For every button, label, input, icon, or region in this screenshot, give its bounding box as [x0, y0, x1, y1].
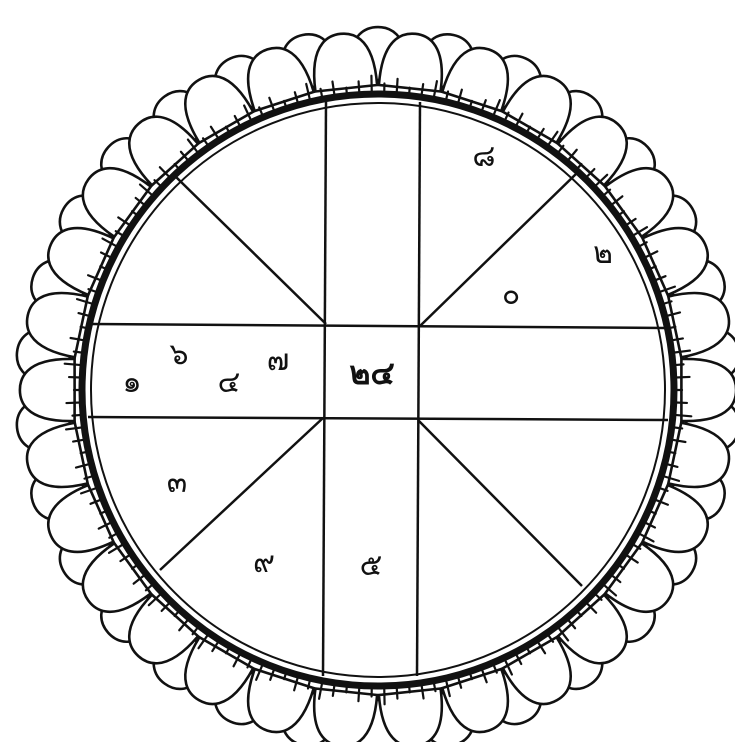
petal-vein	[65, 364, 81, 365]
petal-vein	[66, 402, 80, 403]
lotus-petal	[681, 359, 735, 421]
petal-vein	[397, 79, 398, 93]
numeral-left-middle-4: ๗	[267, 343, 290, 378]
numeral-top-right-3: ๐	[502, 277, 520, 312]
numeral-bottom-left: ๙	[253, 545, 275, 580]
petal-vein	[397, 687, 398, 698]
lotus-petal	[314, 688, 377, 742]
petal-vein	[358, 687, 359, 701]
petal-vein	[675, 415, 691, 416]
numeral-top-right-1: ๘	[472, 139, 495, 174]
lotus-petal	[379, 688, 442, 742]
numeral-top-right-2: ๒	[593, 236, 613, 271]
petal-vein	[676, 377, 690, 378]
numeral-left-middle-1: ๑	[122, 365, 141, 400]
numeral-left-middle-3: ๔	[218, 365, 241, 400]
petal-vein	[359, 81, 360, 92]
numeral-bottom-center: ๕	[360, 548, 383, 583]
numeral-left-middle-2: ๖	[169, 337, 188, 372]
center-label: ๒๔	[349, 354, 394, 392]
numeral-lower-left: ๓	[167, 465, 188, 500]
